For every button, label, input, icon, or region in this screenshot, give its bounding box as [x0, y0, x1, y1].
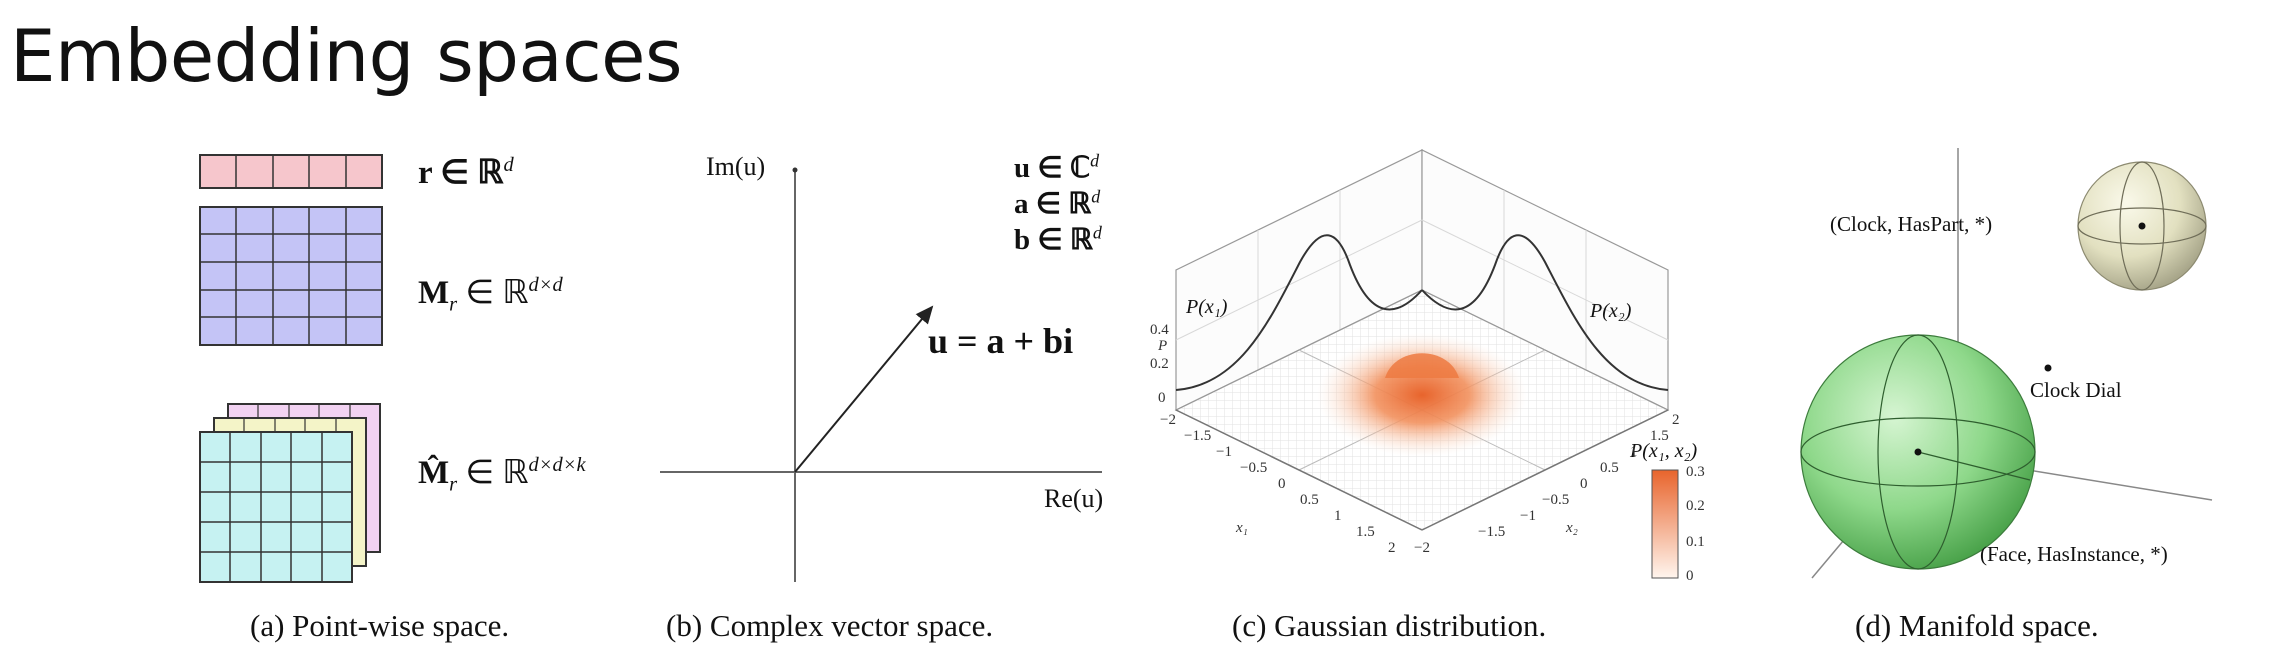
x2-tick: −1.5	[1478, 524, 1506, 540]
tensor-m-hat-grid	[199, 403, 381, 583]
caption-c: (c) Gaussian distribution.	[1232, 608, 1547, 643]
x2-tick: −1	[1520, 508, 1536, 524]
vertical-tick: 0.4	[1150, 322, 1169, 338]
manifold-panel	[1800, 148, 2213, 579]
marginal-x2-curve	[1421, 234, 1669, 391]
vertical-tick: 0.2	[1150, 356, 1169, 372]
tensor-m-hat-label: M̂r ∈ ℝd×d×k	[418, 454, 586, 496]
x2-tick: −0.5	[1542, 492, 1570, 508]
point-wise-panel	[199, 154, 383, 583]
im-axis-label: Im(u)	[706, 152, 766, 181]
x2-tick: 0	[1580, 476, 1588, 492]
x2-tick: 1.5	[1650, 428, 1669, 444]
x1-tick: 1.5	[1356, 524, 1375, 540]
marginal-x1-curve	[1175, 234, 1423, 391]
x2-tick: 1	[1630, 444, 1638, 460]
joint-density-surface	[1317, 333, 1527, 457]
px2-label: P(x₂)	[1590, 300, 1632, 322]
x1-tick: 0	[1278, 476, 1286, 492]
face-hasinstance-label: (Face, HasInstance, *)	[1980, 542, 2168, 566]
gaussian-panel	[1174, 149, 1679, 579]
clock-dial-label: Clock Dial	[2030, 378, 2122, 402]
x1-tick: 2	[1388, 540, 1396, 556]
large-sphere	[1800, 334, 2036, 570]
colorbar-tick: 0.1	[1686, 534, 1705, 550]
clock-haspart-label: (Clock, HasPart, *)	[1830, 212, 1993, 236]
colorbar	[1651, 469, 1679, 579]
vector-r-label: r ∈ ℝd	[418, 154, 514, 191]
x1-tick: −2	[1160, 412, 1176, 428]
page-title: Embedding spaces	[10, 14, 683, 98]
vertical-tick: 0	[1158, 390, 1166, 406]
colorbar-tick: 0	[1686, 568, 1694, 584]
b-definition: b ∈ ℝd	[1014, 222, 1102, 256]
x2-tick: 2	[1672, 412, 1680, 428]
caption-d: (d) Manifold space.	[1855, 608, 2099, 643]
small-sphere	[2077, 161, 2207, 291]
px1-label: P(x₁)	[1186, 296, 1228, 318]
x1-tick: −1	[1216, 444, 1232, 460]
matrix-m-grid	[199, 206, 383, 346]
matrix-m-label: Mr ∈ ℝd×d	[418, 274, 563, 316]
x1-tick: −0.5	[1240, 460, 1268, 476]
complex-vector-panel	[660, 167, 1102, 582]
caption-b: (b) Complex vector space.	[666, 608, 994, 643]
x2-tick: −2	[1414, 540, 1430, 556]
pjoint-label: P(x₁, x₂)	[1630, 440, 1698, 462]
x1-axis-label: x₁	[1236, 520, 1248, 536]
u-definition: u ∈ ℂd	[1014, 150, 1100, 184]
x1-tick: 1	[1334, 508, 1342, 524]
x2-tick: 0.5	[1600, 460, 1619, 476]
x2-axis-label: x₂	[1566, 520, 1578, 536]
clock-dial-point	[2044, 364, 2052, 372]
caption-a: (a) Point-wise space.	[250, 608, 510, 643]
complex-equation: u = a + bi	[928, 321, 1074, 361]
re-axis-label: Re(u)	[1044, 484, 1104, 513]
p-axis-label: P	[1158, 338, 1168, 354]
vector-r-grid	[199, 154, 383, 189]
colorbar-tick: 0.2	[1686, 498, 1705, 514]
x1-tick: 0.5	[1300, 492, 1319, 508]
colorbar-tick: 0.3	[1686, 464, 1705, 480]
a-definition: a ∈ ℝd	[1014, 186, 1101, 220]
u-vector-arrow	[794, 305, 934, 473]
x1-tick: −1.5	[1184, 428, 1212, 444]
